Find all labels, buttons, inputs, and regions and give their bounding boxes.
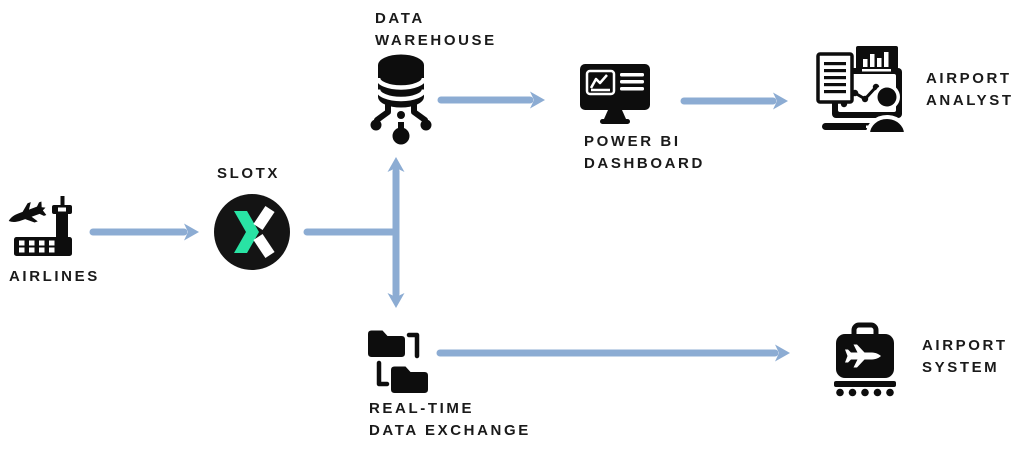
power-bi-dashboard-label: POWER BI DASHBOARD bbox=[584, 131, 705, 175]
label-line-2: WAREHOUSE bbox=[375, 32, 497, 49]
label-line-1: REAL-TIME bbox=[369, 400, 475, 417]
edge-powerbi-analyst bbox=[680, 92, 788, 110]
label-line-2: ANALYST bbox=[926, 92, 1014, 109]
real-time-data-exchange-label: REAL-TIME DATA EXCHANGE bbox=[369, 398, 531, 442]
label-line-2: SYSTEM bbox=[922, 359, 1000, 376]
airport-system-label: AIRPORT SYSTEM bbox=[922, 335, 1008, 379]
database-distribution-icon bbox=[370, 54, 432, 145]
analyst-workstation-icon bbox=[816, 46, 909, 134]
label-line-1: AIRPORT bbox=[926, 70, 1012, 87]
folder-exchange-icon bbox=[368, 330, 428, 393]
label-line-1: AIRPORT bbox=[922, 337, 1008, 354]
label-line-2: DATA EXCHANGE bbox=[369, 422, 531, 439]
airlines-label: AIRLINES bbox=[9, 268, 100, 285]
data-warehouse-label: DATA WAREHOUSE bbox=[375, 8, 497, 52]
edge-slotx-branches bbox=[303, 157, 405, 308]
airport-analyst-label: AIRPORT ANALYST bbox=[926, 68, 1014, 112]
airport-terminal-plane-icon bbox=[8, 196, 72, 256]
monitor-chart-icon bbox=[580, 64, 650, 124]
label-line-1: POWER BI bbox=[584, 133, 681, 150]
label-line-1: DATA bbox=[375, 10, 425, 27]
edge-realtime-airportsystem bbox=[436, 344, 790, 362]
slotx-logo-icon bbox=[214, 194, 290, 270]
luggage-conveyor-icon bbox=[834, 322, 896, 397]
edge-airlines-slotx bbox=[89, 223, 199, 241]
edge-warehouse-powerbi bbox=[437, 91, 545, 109]
label-line-2: DASHBOARD bbox=[584, 155, 705, 172]
slotx-label: SLOTX bbox=[217, 165, 281, 182]
